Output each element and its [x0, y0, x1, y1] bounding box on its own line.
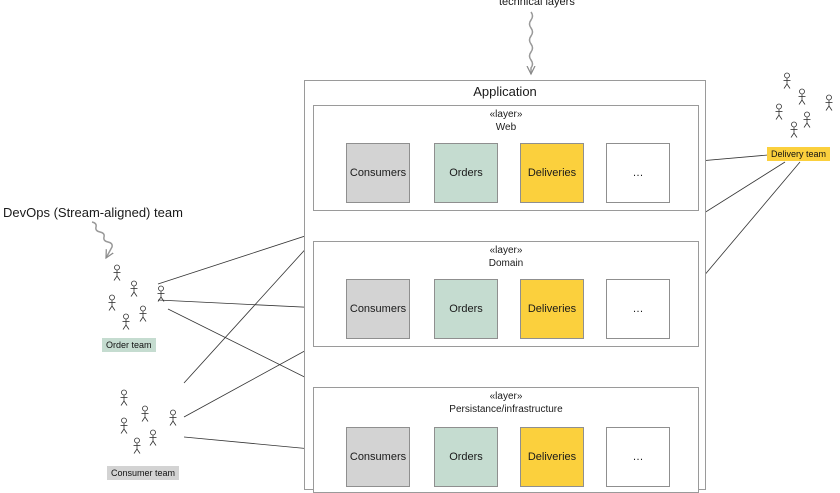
delivery-team-badge: Delivery team: [767, 147, 831, 161]
layer-persistence: «layer» Persistance/infrastructure Consu…: [313, 387, 699, 493]
consumer-team-badge: Consumer team: [107, 466, 180, 480]
layer-web: «layer» Web Consumers Orders Deliveries …: [313, 105, 699, 211]
persistence-consumers-component: Consumers: [346, 427, 410, 487]
order-team-figures: [108, 264, 165, 330]
domain-consumers-component: Consumers: [346, 279, 410, 339]
application-container: Application «layer» Web Consumers Orders…: [304, 80, 706, 493]
layer-domain-stereotype: «layer»: [489, 245, 523, 256]
devops-team-pointer: [91, 221, 112, 258]
team-members: [108, 72, 833, 454]
architecture-diagram: technical layers DevOps (Stream-aligned)…: [3, 0, 833, 493]
persistence-deliveries-component: Deliveries: [520, 427, 584, 487]
layer-web-stereotype: «layer»: [489, 109, 523, 120]
order-team-badge: Order team: [102, 338, 156, 352]
layer-persistence-name: Persistance/infrastructure: [449, 404, 563, 415]
domain-more-component: …: [606, 279, 670, 339]
devops-team-label: DevOps (Stream-aligned) team: [3, 205, 183, 220]
application-title: Application: [473, 84, 537, 99]
web-orders-component: Orders: [434, 143, 498, 203]
web-more-component: …: [606, 143, 670, 203]
web-consumers-component: Consumers: [346, 143, 410, 203]
domain-deliveries-component: Deliveries: [520, 279, 584, 339]
layer-persistence-stereotype: «layer»: [489, 391, 523, 402]
layer-domain-name: Domain: [488, 258, 524, 269]
domain-orders-component: Orders: [434, 279, 498, 339]
delivery-team-figures: [775, 72, 833, 138]
persistence-orders-component: Orders: [434, 427, 498, 487]
technical-layers-label: technical layers: [499, 0, 575, 8]
consumer-team-figures: [120, 389, 177, 454]
technical-layers-pointer: [530, 11, 533, 74]
layer-domain: «layer» Domain Consumers Orders Deliveri…: [313, 241, 699, 347]
layer-web-name: Web: [495, 122, 517, 133]
web-deliveries-component: Deliveries: [520, 143, 584, 203]
